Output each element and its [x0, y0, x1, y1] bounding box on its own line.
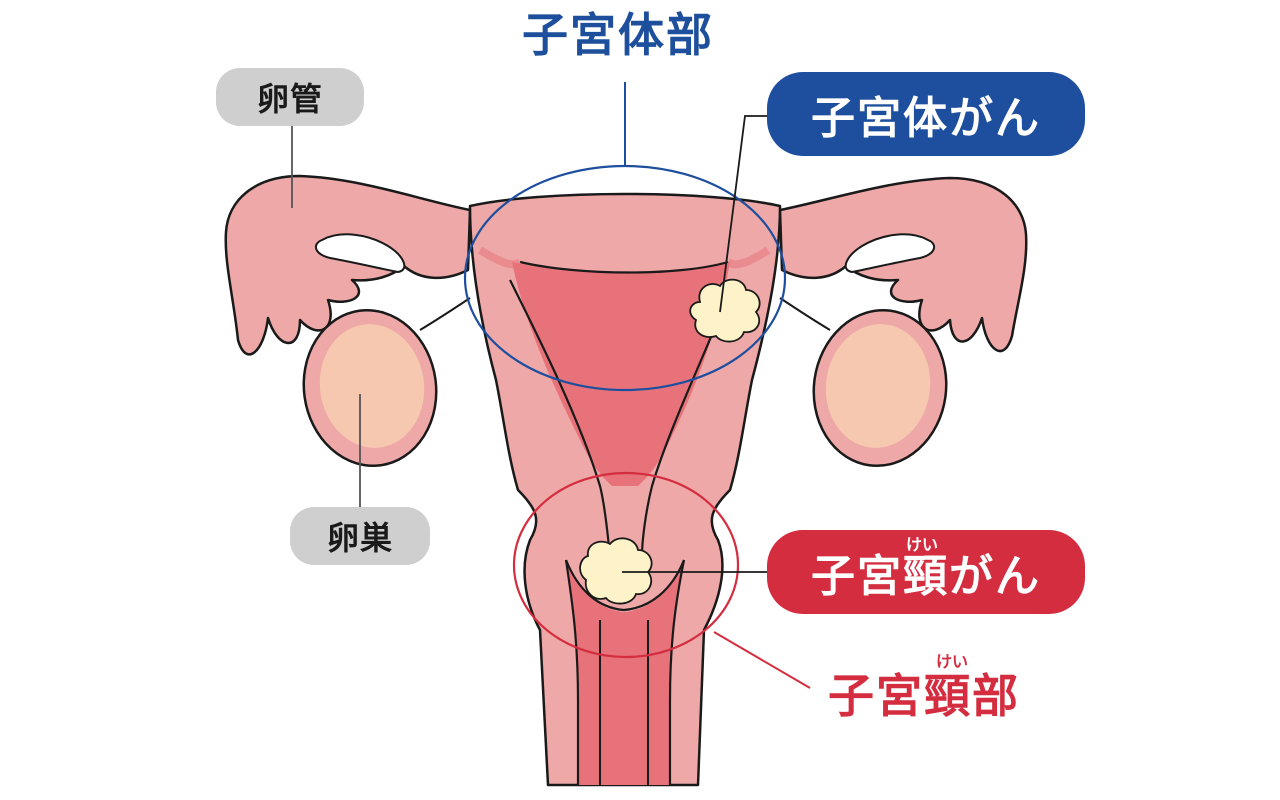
cavity-outline-left [509, 279, 612, 557]
right-ovary-inner [825, 324, 931, 448]
uterine-body-label: 子宮体部 [522, 8, 714, 62]
fundus-shade-right [725, 246, 771, 269]
vagina-wall-left [564, 559, 580, 785]
cervix-ruby: けい [936, 652, 969, 671]
cervical-cancer-ruby: けい [906, 535, 939, 554]
uterine-body-cancer-label: 子宮体がん [767, 72, 1085, 156]
ovary-label: 卵巣 [290, 507, 430, 565]
uterine-body-tumor [689, 278, 761, 343]
fundus-line [519, 260, 729, 274]
left-tube-fimbria-gap [314, 233, 406, 274]
uterine-cavity [512, 262, 730, 486]
leader-cervix [713, 631, 811, 689]
right-ovary-ligament [779, 297, 831, 331]
leader-uterine-body-cancer [719, 115, 768, 313]
cervical-tumor [579, 537, 653, 605]
cervical-canal [566, 560, 684, 785]
left-ovary-ligament [419, 297, 471, 331]
right-tube-fimbria-gap [844, 233, 936, 274]
fundus-shade-left [477, 246, 523, 269]
right-fallopian-tube [778, 176, 1028, 353]
cervix-lip [564, 559, 686, 612]
left-fallopian-tube [224, 174, 472, 356]
cervix-label: 子宮頸部 [828, 669, 1020, 723]
cervical-cancer-label: 子宮頸がん [767, 530, 1085, 614]
fallopian-tube-label: 卵管 [216, 68, 364, 126]
vagina-wall-right [668, 559, 686, 785]
left-ovary-inner [319, 324, 425, 448]
cervix-region-circle [512, 471, 740, 659]
